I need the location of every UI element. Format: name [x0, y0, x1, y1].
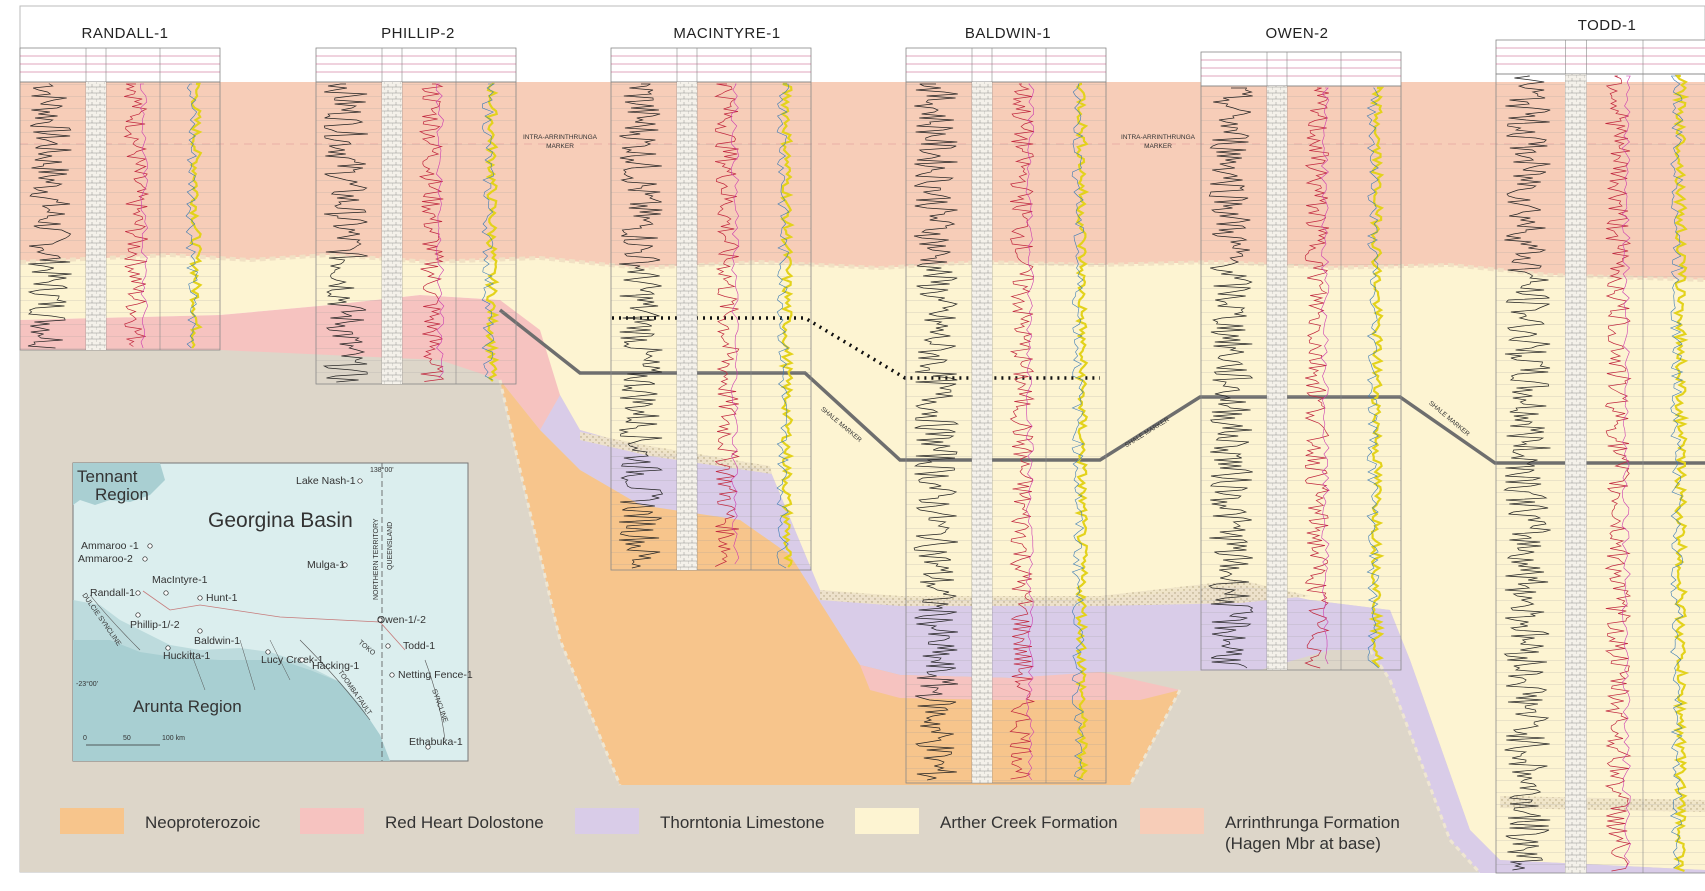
- map-well-label: Mulga-1: [307, 559, 345, 571]
- map-label-longitude: 138°00': [370, 466, 394, 474]
- map-well-label: Netting Fence-1: [398, 669, 473, 681]
- map-well-label: Ammaroo-2: [78, 553, 133, 565]
- legend-label: Red Heart Dolostone: [385, 813, 544, 832]
- well-title-macintyre: MACINTYRE-1: [673, 25, 780, 42]
- well-title-phillip: PHILLIP-2: [381, 25, 455, 42]
- well-symbol: [136, 591, 140, 595]
- map-well: Mulga-1: [307, 559, 347, 571]
- map-well-label: Hunt-1: [206, 592, 238, 604]
- map-well: Randall-1: [90, 587, 140, 599]
- map-label-latitude: -23°00': [76, 680, 98, 688]
- well-header: [316, 48, 516, 82]
- well-column-3: [906, 48, 1106, 783]
- well-column-4: [1201, 52, 1401, 670]
- map-well: Lake Nash-1: [296, 475, 362, 487]
- legend-label-2: (Hagen Mbr at base): [1225, 834, 1381, 853]
- legend-label: Neoproterozoic: [145, 813, 261, 832]
- map-well-label: MacIntyre-1: [152, 574, 208, 586]
- legend-label: Arther Creek Formation: [940, 813, 1118, 832]
- well-header: [611, 48, 811, 82]
- map-well-label: Hacking-1: [312, 660, 359, 672]
- legend-swatch: [1140, 808, 1204, 834]
- map-label-tennant-2: Region: [95, 485, 149, 504]
- well-symbol: [148, 544, 152, 548]
- intra-marker-label-right-1: INTRA-ARRINTHRUNGA: [1121, 134, 1196, 141]
- map-label-nt: NORTHERN TERRITORY: [373, 518, 380, 600]
- map-label-basin: Georgina Basin: [208, 509, 353, 532]
- well-symbol: [198, 596, 202, 600]
- well-symbol: [143, 557, 147, 561]
- well-title-owen: OWEN-2: [1266, 25, 1329, 42]
- legend-swatch: [60, 808, 124, 834]
- map-well: Netting Fence-1: [390, 669, 473, 681]
- well-symbol: [164, 591, 168, 595]
- legend-swatch: [575, 808, 639, 834]
- well-header: [20, 48, 220, 82]
- well-title-randall: RANDALL-1: [81, 25, 168, 42]
- legend-swatch: [855, 808, 919, 834]
- intra-marker-label-right-2: MARKER: [1144, 143, 1172, 150]
- map-label-arunta: Arunta Region: [133, 697, 242, 716]
- legend-label: Thorntonia Limestone: [660, 813, 824, 832]
- map-well-label: Ammaroo -1: [81, 540, 139, 552]
- well-header: [1496, 40, 1705, 74]
- map-scale-100: 100 km: [162, 735, 185, 742]
- well-track-area: [316, 82, 516, 384]
- well-symbol: [358, 479, 362, 483]
- map-well-label: Todd-1: [403, 640, 435, 652]
- arrinthrunga-layer: [20, 82, 1705, 280]
- location-map: Tennant Region Georgina Basin Arunta Reg…: [73, 463, 473, 761]
- lithology-column: [677, 82, 697, 570]
- well-column-1: [316, 48, 516, 384]
- legend-swatch: [300, 808, 364, 834]
- intra-marker-label-left-2: MARKER: [546, 143, 574, 150]
- lithology-column: [972, 82, 992, 783]
- well-symbol: [386, 644, 390, 648]
- map-well-label: Baldwin-1: [194, 635, 240, 647]
- map-well-label: Owen-1/-2: [377, 614, 426, 626]
- legend-label: Arrinthrunga Formation: [1225, 813, 1400, 832]
- map-label-tennant-1: Tennant: [77, 467, 138, 486]
- map-well-label: Lake Nash-1: [296, 475, 356, 487]
- well-track-area: [906, 82, 1106, 783]
- map-well-label: Phillip-1/-2: [130, 619, 180, 631]
- map-label-qld: QUEENSLAND: [387, 522, 394, 570]
- well-symbol: [390, 673, 394, 677]
- well-column-2: [611, 48, 811, 570]
- lithology-column: [1267, 86, 1287, 670]
- map-well: Ethabuka-1: [409, 736, 463, 749]
- well-header: [906, 48, 1106, 82]
- map-well-label: Randall-1: [90, 587, 135, 599]
- map-scale-50: 50: [123, 735, 131, 742]
- map-well: Owen-1/-2: [377, 614, 426, 626]
- map-well-label: Huckitta-1: [163, 650, 210, 662]
- lithology-column: [86, 82, 106, 350]
- lithology-column: [1565, 74, 1586, 873]
- well-title-baldwin: BALDWIN-1: [965, 25, 1051, 42]
- well-column-0: [20, 48, 220, 350]
- well-title-todd: TODD-1: [1578, 17, 1637, 34]
- well-track-area: [1496, 74, 1705, 873]
- well-header: [1201, 52, 1401, 86]
- well-symbol: [300, 658, 304, 662]
- well-column-5: [1496, 40, 1705, 873]
- well-track-area: [1201, 86, 1401, 670]
- lithology-column: [382, 82, 402, 384]
- well-symbol: [136, 613, 140, 617]
- well-symbol: [198, 629, 202, 633]
- intra-marker-label-left-1: INTRA-ARRINTHRUNGA: [523, 134, 598, 141]
- map-scale-0: 0: [83, 735, 87, 742]
- map-well-label: Ethabuka-1: [409, 736, 463, 748]
